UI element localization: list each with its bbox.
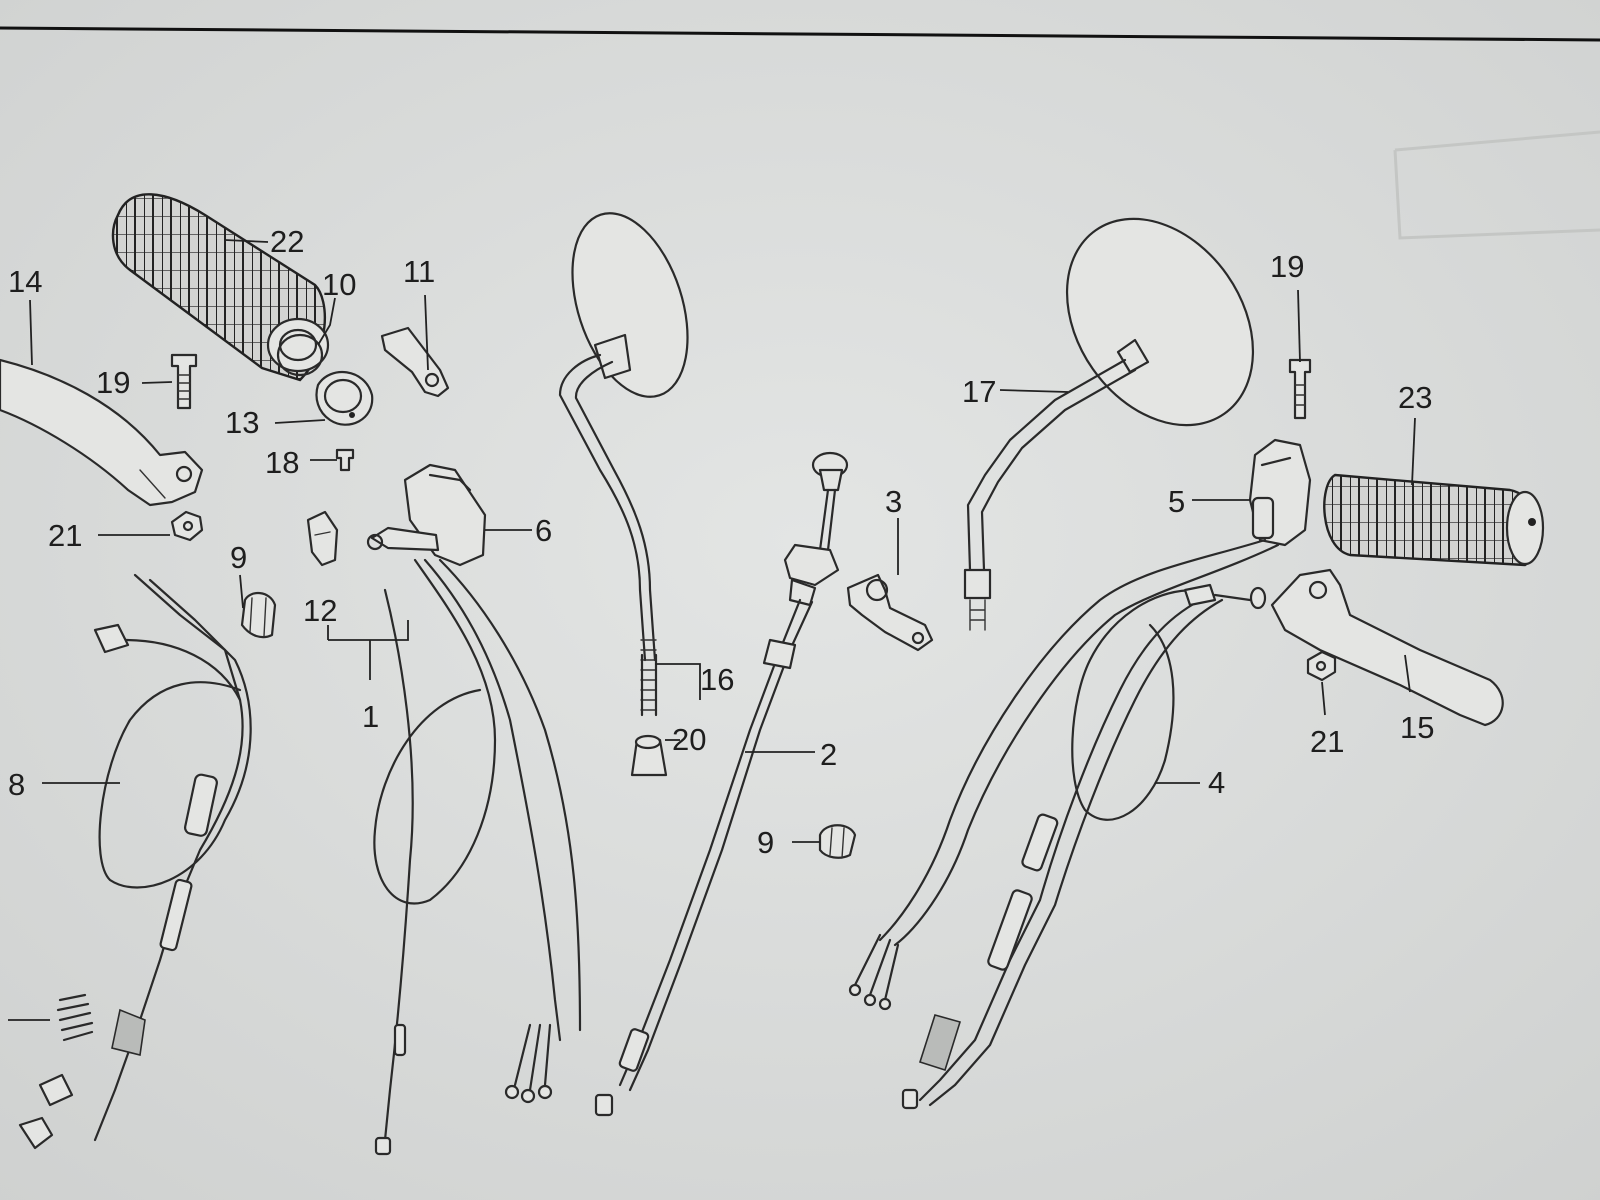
callout-4: 4: [1208, 765, 1225, 800]
choke-bracket: [846, 573, 934, 652]
callout-23: 23: [1398, 380, 1432, 415]
mirror-right: [963, 217, 1255, 631]
clip-bracket: [380, 326, 450, 398]
brake-cables: [848, 538, 1280, 1110]
collar: [315, 371, 374, 426]
callout-16: 16: [700, 662, 734, 697]
ring-part: [276, 333, 324, 377]
callout-17: 17: [962, 374, 996, 409]
callout-19-right: 19: [1270, 249, 1304, 284]
callout-21-left: 21: [48, 518, 82, 553]
callout-1: 1: [362, 699, 379, 734]
callout-8: 8: [8, 767, 25, 802]
brake-lever: [1270, 568, 1504, 727]
switch-clip: [306, 510, 339, 567]
left-grip: [111, 193, 330, 382]
callout-19-left: 19: [96, 365, 130, 400]
callout-5: 5: [1168, 484, 1185, 519]
page-top-border: [0, 26, 1600, 42]
callout-18: 18: [265, 445, 299, 480]
cable-clamp-left: [240, 592, 277, 639]
screw-right: [1288, 358, 1312, 420]
clutch-lever: [0, 358, 204, 507]
right-grip: [1323, 473, 1545, 567]
callout-6: 6: [535, 513, 552, 548]
show-through-box: [1393, 130, 1600, 240]
callout-21-right: 21: [1310, 724, 1344, 759]
callout-22: 22: [270, 224, 304, 259]
callout-labels: 22 10 11 14 19 13 18 21 9 6 12 1 8 16 20…: [8, 224, 1434, 860]
nut-left: [170, 510, 204, 542]
small-screw: [335, 448, 355, 472]
switch-housing-right: [1248, 438, 1312, 547]
nut-bottom-left: [18, 1116, 54, 1150]
callout-3: 3: [885, 484, 902, 519]
callout-20: 20: [672, 722, 706, 757]
cable-clamp-center: [818, 824, 857, 859]
spring-bottom-left: [56, 993, 94, 1042]
choke-cable: [594, 451, 849, 1117]
mirror-nut: [630, 734, 668, 777]
callout-10: 10: [322, 267, 356, 302]
callout-13: 13: [225, 405, 259, 440]
callout-11: 11: [403, 254, 435, 289]
callout-9-left: 9: [230, 540, 247, 575]
nut-right: [1306, 650, 1337, 682]
callout-15: 15: [1400, 710, 1434, 745]
mirror-left: [558, 212, 689, 717]
leader-lines: [29, 239, 1416, 843]
throttle-cable: [93, 573, 252, 1142]
callout-12: 12: [303, 593, 337, 628]
cap-bottom-left: [38, 1073, 74, 1107]
switch-cables: [373, 558, 582, 1156]
callout-14: 14: [8, 264, 42, 299]
switch-housing: [366, 463, 487, 567]
callout-2: 2: [820, 737, 837, 772]
screw-left: [170, 353, 198, 410]
callout-9-center: 9: [757, 825, 774, 860]
